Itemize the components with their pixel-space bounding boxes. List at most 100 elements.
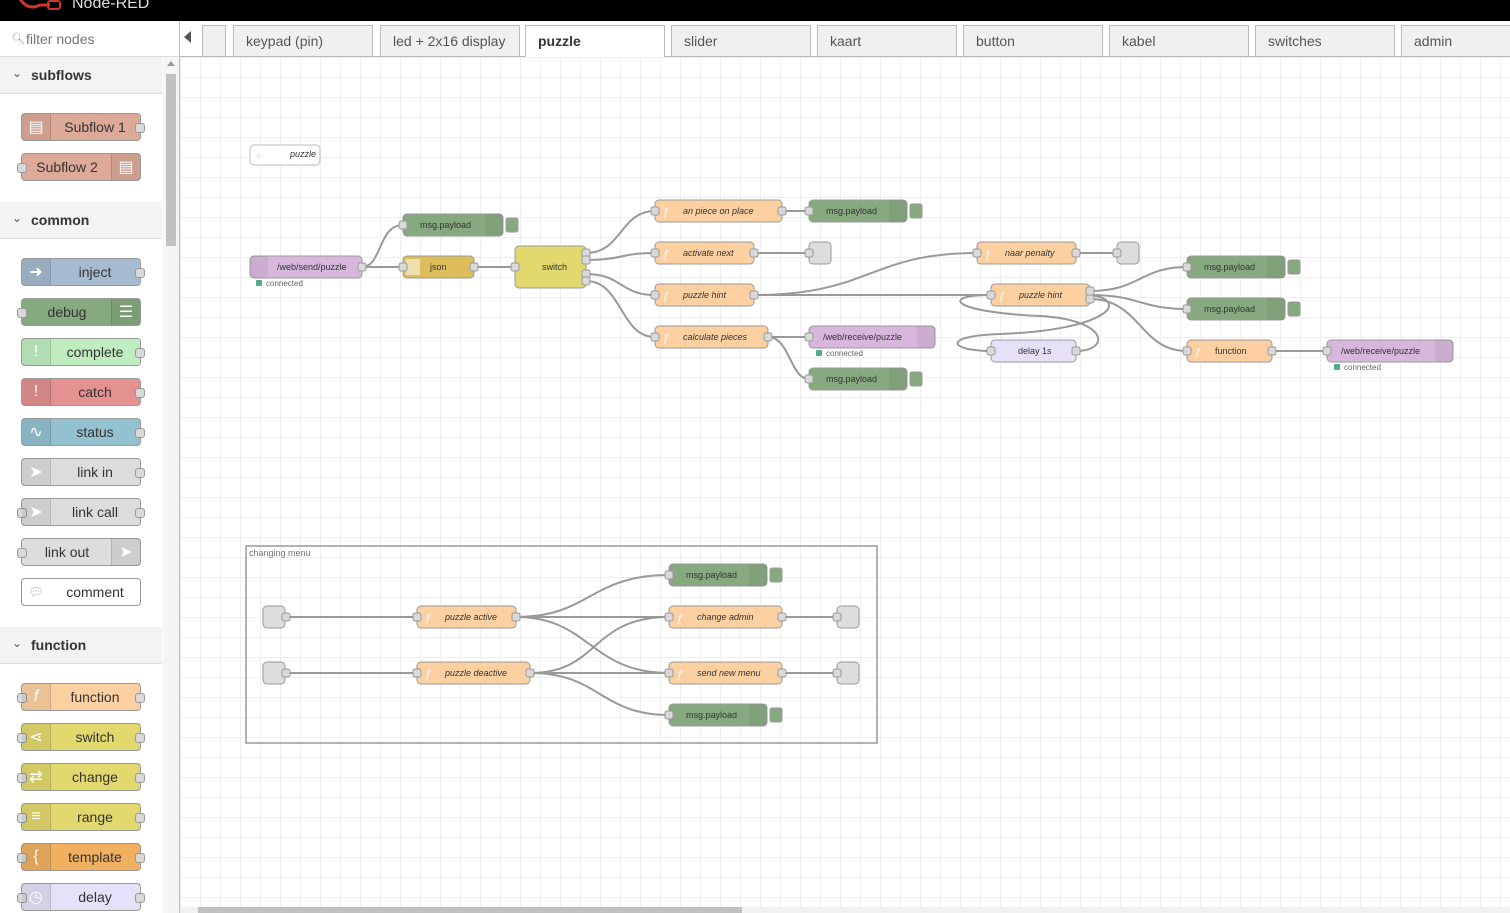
- function-node-calculate-pieces[interactable]: [650, 325, 773, 349]
- tab-kabel[interactable]: kabel: [1109, 25, 1249, 56]
- palette-category-function[interactable]: ⌄ function: [0, 627, 162, 664]
- palette-node-range[interactable]: ≡ range: [17, 803, 145, 831]
- palette-node-function[interactable]: f function: [17, 683, 145, 711]
- node-label: debug: [47, 304, 87, 320]
- function-node-change-admin[interactable]: [664, 605, 787, 629]
- function-node-an-piece[interactable]: [650, 199, 787, 223]
- palette-scrollbar[interactable]: [163, 57, 179, 913]
- node-label: change: [72, 769, 118, 785]
- palette-category-common[interactable]: ⌄ common: [0, 202, 162, 239]
- link-in-node-g2[interactable]: [262, 661, 291, 685]
- palette-node-link-out[interactable]: link out ➤: [17, 538, 141, 566]
- palette-node-subflow-2[interactable]: Subflow 2 ▤: [17, 153, 141, 181]
- wire: [1089, 298, 1188, 352]
- node-label: switch: [542, 262, 568, 272]
- switch-node[interactable]: [510, 245, 591, 289]
- palette-node-inject[interactable]: ➜ inject: [21, 258, 145, 286]
- tab-slider[interactable]: slider: [671, 25, 811, 56]
- output-port: [135, 733, 145, 743]
- palette-category-subflows[interactable]: ⌄ subflows: [0, 57, 162, 94]
- palette-node-subflow-1[interactable]: ▤ Subflow 1: [21, 113, 145, 141]
- node-label: send new menu: [697, 668, 761, 678]
- link-out-node-1[interactable]: [804, 241, 832, 265]
- wire: [585, 280, 656, 338]
- function-icon: f: [664, 289, 669, 303]
- palette-node-debug[interactable]: debug ☰: [17, 298, 141, 326]
- tab-keypad[interactable]: keypad (pin): [233, 25, 373, 56]
- node-label: /web/receive/puzzle: [1341, 346, 1421, 356]
- delay-node[interactable]: [986, 339, 1081, 363]
- wire: [753, 252, 978, 296]
- palette-node-change[interactable]: ⇄ change: [17, 763, 145, 791]
- output-port: [135, 773, 145, 783]
- input-port: [17, 693, 27, 703]
- comment-node[interactable]: ○: [249, 144, 321, 166]
- palette-node-comment[interactable]: 💬︎ comment: [21, 578, 141, 606]
- debug-node-r1[interactable]: [1182, 255, 1301, 279]
- websocket-out-node-2[interactable]: [1322, 339, 1454, 363]
- link-in-node-g1[interactable]: [262, 605, 291, 629]
- tab-button[interactable]: button: [963, 25, 1103, 56]
- link-out-node-g2[interactable]: [832, 661, 860, 685]
- function-node-function[interactable]: [1182, 339, 1277, 363]
- scrollbar-thumb[interactable]: [166, 74, 176, 246]
- palette-node-link-in[interactable]: ➤ link in: [21, 458, 145, 486]
- debug-node-fn4[interactable]: [804, 367, 923, 391]
- scroll-up-icon[interactable]: [167, 61, 175, 66]
- tab-kaart[interactable]: kaart: [817, 25, 957, 56]
- debug-node-r2[interactable]: [1182, 297, 1301, 321]
- palette-node-delay[interactable]: ◷ delay: [17, 883, 145, 911]
- input-port: [17, 853, 27, 863]
- function-icon: f: [426, 667, 431, 681]
- function-icon: f: [22, 684, 51, 710]
- function-icon: f: [664, 247, 669, 261]
- subflow-icon: ▤: [22, 114, 51, 140]
- link-out-node-2[interactable]: [1112, 241, 1140, 265]
- status-connected: connected: [256, 279, 303, 288]
- json-node[interactable]: [398, 255, 479, 279]
- function-node-naar-penalty[interactable]: [972, 241, 1081, 265]
- input-port: [17, 163, 27, 173]
- function-icons: f f f f f f f f f f f: [426, 205, 1201, 681]
- palette-node-catch[interactable]: ! catch: [21, 378, 145, 406]
- flow-workspace[interactable]: [180, 57, 1510, 913]
- palette-node-switch[interactable]: ⋖ switch: [17, 723, 145, 751]
- output-port: [135, 508, 145, 518]
- debug-node-g2[interactable]: [664, 703, 783, 727]
- debug-node-fn1[interactable]: [804, 199, 923, 223]
- palette-node-link-call[interactable]: ➤ link call: [17, 498, 145, 526]
- function-node-puzzle-hint-2[interactable]: [986, 283, 1095, 307]
- debug-node-top[interactable]: [398, 213, 519, 237]
- output-port: [135, 348, 145, 358]
- function-node-puzzle-active[interactable]: [412, 605, 521, 629]
- palette-node-complete[interactable]: ! complete: [21, 338, 145, 366]
- category-label: subflows: [31, 67, 92, 83]
- workspace-hscrollbar[interactable]: [180, 907, 1510, 913]
- group-label: changing menu: [249, 548, 311, 558]
- websocket-out-node-1[interactable]: [804, 325, 936, 349]
- chevron-down-icon: ⌄: [12, 211, 23, 225]
- tab-blank[interactable]: [202, 25, 226, 56]
- palette-node-template[interactable]: { template: [17, 843, 145, 871]
- tab-puzzle[interactable]: puzzle: [525, 25, 665, 57]
- category-label: function: [31, 637, 87, 653]
- function-node-activate-next[interactable]: [650, 241, 759, 265]
- function-icon: f: [1000, 289, 1005, 303]
- tab-switches[interactable]: switches: [1255, 25, 1395, 56]
- link-out-node-g1[interactable]: [832, 605, 860, 629]
- function-node-puzzle-hint[interactable]: [650, 283, 759, 307]
- function-node-puzzle-deactive[interactable]: [412, 661, 535, 685]
- websocket-in-node[interactable]: [249, 255, 367, 279]
- filter-nodes-input[interactable]: [24, 30, 168, 48]
- palette-node-status[interactable]: ∿ status: [21, 418, 145, 446]
- output-port: [135, 123, 145, 133]
- function-node-send-new-menu[interactable]: [664, 661, 787, 685]
- debug-node-g1[interactable]: [664, 563, 783, 587]
- group-changing-menu[interactable]: [245, 545, 878, 744]
- wire: [1089, 266, 1188, 292]
- scroll-left-icon[interactable]: [184, 31, 191, 43]
- node-label: msg.payload: [686, 570, 738, 580]
- tab-led-display[interactable]: led + 2x16 display: [380, 25, 520, 56]
- scrollbar-thumb[interactable]: [198, 907, 742, 913]
- tab-admin[interactable]: admin: [1401, 25, 1510, 56]
